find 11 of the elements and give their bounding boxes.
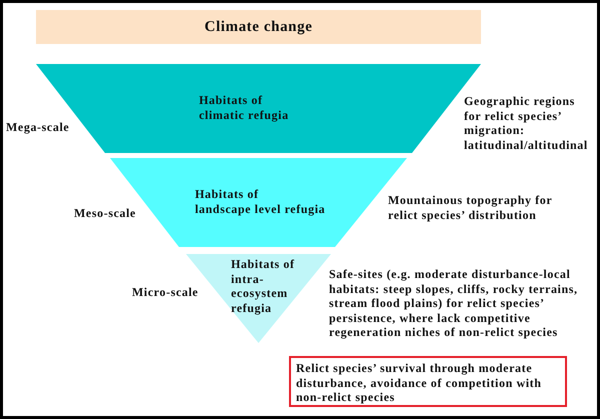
band-label: Habitats of climatic refugia (199, 93, 289, 122)
description-text: Safe-sites (e.g. moderate disturbance-local habitats: steep slopes, cliffs, rocky terrains, stream flood plains) for relict species’ persistence, where lack competitive regeneration niches of non-relict species (329, 267, 578, 340)
band-label: Habitats of intra-ecosystem refugia (231, 257, 296, 315)
scale-label: Meso-scale (74, 206, 136, 220)
scale-label: Mega-scale (6, 120, 70, 134)
description-text: Mountainous topography for relict species’ distribution (388, 193, 552, 222)
scale-label: Micro-scale (132, 285, 198, 300)
description-text: Geographic regions for relict species’ migration: latitudinal/altitudinal (464, 94, 588, 152)
highlighted-note: Relict species’ survival through moderate disturbance, avoidance of competition with non-relict species (289, 356, 567, 407)
band-label: Habitats of landscape level refugia (195, 187, 326, 216)
banner: Climate change (36, 10, 481, 44)
